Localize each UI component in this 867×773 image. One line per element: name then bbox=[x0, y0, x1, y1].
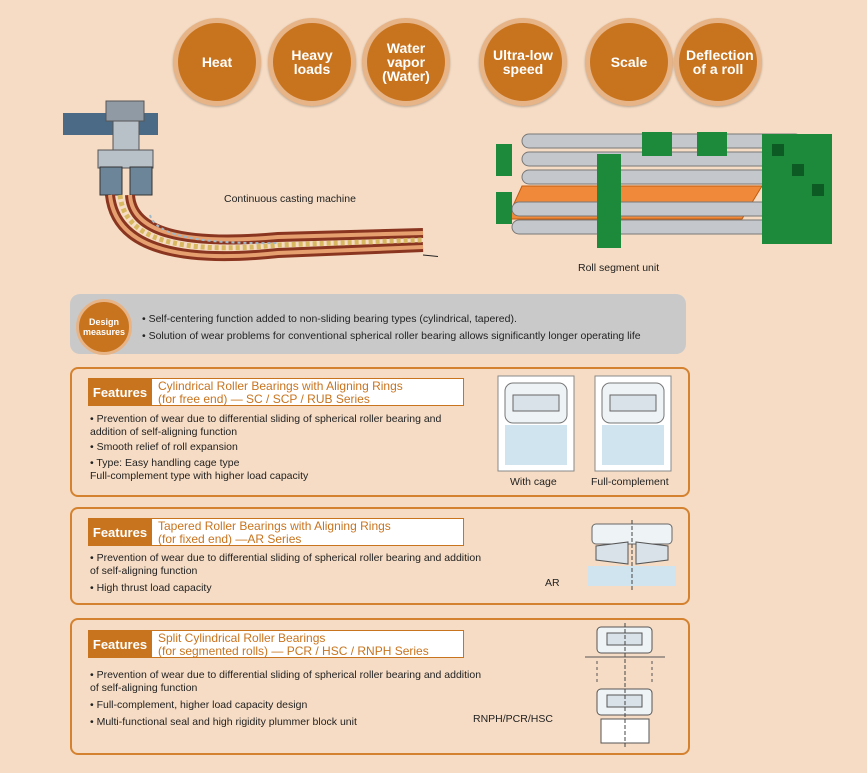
factor-heavy-loads: Heavy loads bbox=[268, 18, 356, 106]
design-measures-bar bbox=[70, 294, 686, 354]
feature-panel-cylindrical bbox=[70, 367, 690, 497]
feature-bullet: • Prevention of wear due to differential… bbox=[90, 552, 482, 577]
bearing-with-cage-diagram bbox=[497, 375, 575, 472]
feature-bullet: • High thrust load capacity bbox=[90, 582, 212, 594]
caption-full-complement: Full-complement bbox=[591, 476, 669, 488]
factor-deflection: Deflection of a roll bbox=[674, 18, 762, 106]
factor-water-vapor: Water vapor (Water) bbox=[362, 18, 450, 106]
feature-bullet: • Type: Easy handling cage type Full-com… bbox=[90, 457, 309, 482]
factor-scale: Scale bbox=[585, 18, 673, 106]
tapered-bearing-diagram bbox=[588, 520, 676, 590]
factor-heat: Heat bbox=[173, 18, 261, 106]
feature-bullet: • Multi-functional seal and high rigidit… bbox=[90, 716, 357, 728]
feature-panel-split bbox=[70, 618, 690, 755]
features-tag: Features bbox=[88, 518, 152, 546]
design-measure-item: • Solution of wear problems for conventi… bbox=[142, 330, 641, 342]
design-measure-item: • Self-centering function added to non-s… bbox=[142, 313, 517, 325]
feature-title: Split Cylindrical Roller Bearings (for s… bbox=[152, 630, 464, 658]
caption-ar: AR bbox=[545, 577, 560, 589]
features-tag: Features bbox=[88, 630, 152, 658]
feature-title: Tapered Roller Bearings with Aligning Ri… bbox=[152, 518, 464, 546]
split-bearing-diagram bbox=[585, 623, 665, 748]
casting-machine-label: Continuous casting machine bbox=[224, 193, 356, 205]
bearing-full-complement-diagram bbox=[594, 375, 672, 472]
feature-bullet: • Smooth relief of roll expansion bbox=[90, 441, 238, 453]
roll-segment-illustration bbox=[496, 132, 832, 248]
feature-panel-tapered bbox=[70, 507, 690, 605]
design-measures-badge: Design measures bbox=[76, 299, 132, 355]
casting-machine-illustration bbox=[63, 100, 438, 262]
feature-bullet: • Prevention of wear due to differential… bbox=[90, 669, 482, 694]
roll-segment-label: Roll segment unit bbox=[578, 262, 660, 274]
caption-rnph: RNPH/PCR/HSC bbox=[473, 713, 553, 725]
feature-bullet: • Prevention of wear due to differential… bbox=[90, 413, 442, 438]
features-tag: Features bbox=[88, 378, 152, 406]
caption-with-cage: With cage bbox=[510, 476, 557, 488]
feature-title: Cylindrical Roller Bearings with Alignin… bbox=[152, 378, 464, 406]
factor-ultra-low-speed: Ultra-low speed bbox=[479, 18, 567, 106]
feature-bullet: • Full-complement, higher load capacity … bbox=[90, 699, 308, 711]
